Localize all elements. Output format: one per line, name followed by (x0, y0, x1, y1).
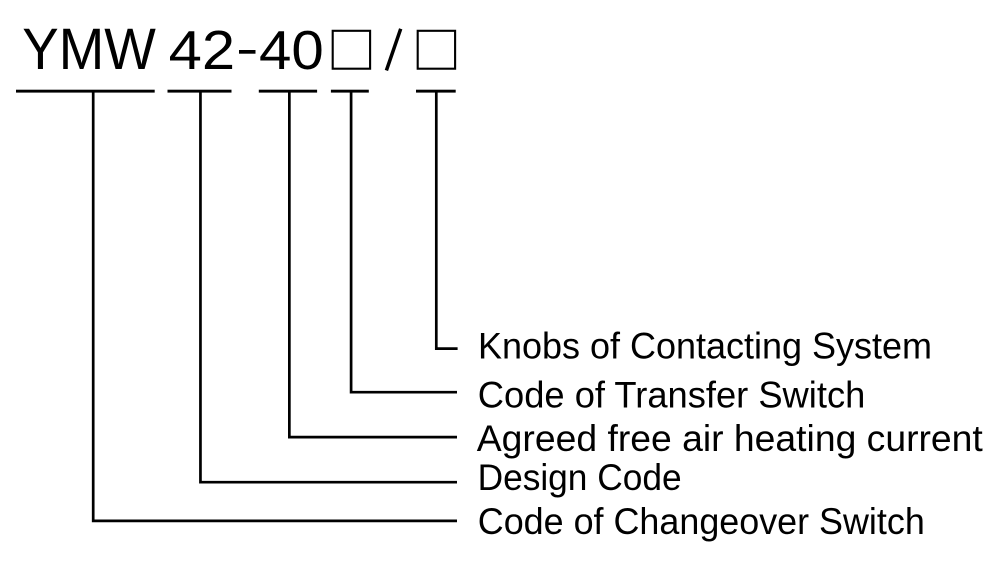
svg-text:40: 40 (259, 19, 324, 81)
svg-text:Code of Transfer Switch: Code of Transfer Switch (478, 374, 866, 415)
svg-text:YMW: YMW (22, 17, 156, 82)
svg-text:Design Code: Design Code (478, 457, 682, 498)
svg-text:Knobs of Contacting System: Knobs of Contacting System (478, 326, 932, 367)
svg-text:Code of Changeover Switch: Code of Changeover Switch (478, 501, 925, 542)
svg-text:Agreed free air heating curren: Agreed free air heating current (477, 418, 983, 459)
svg-text:42: 42 (169, 19, 236, 81)
